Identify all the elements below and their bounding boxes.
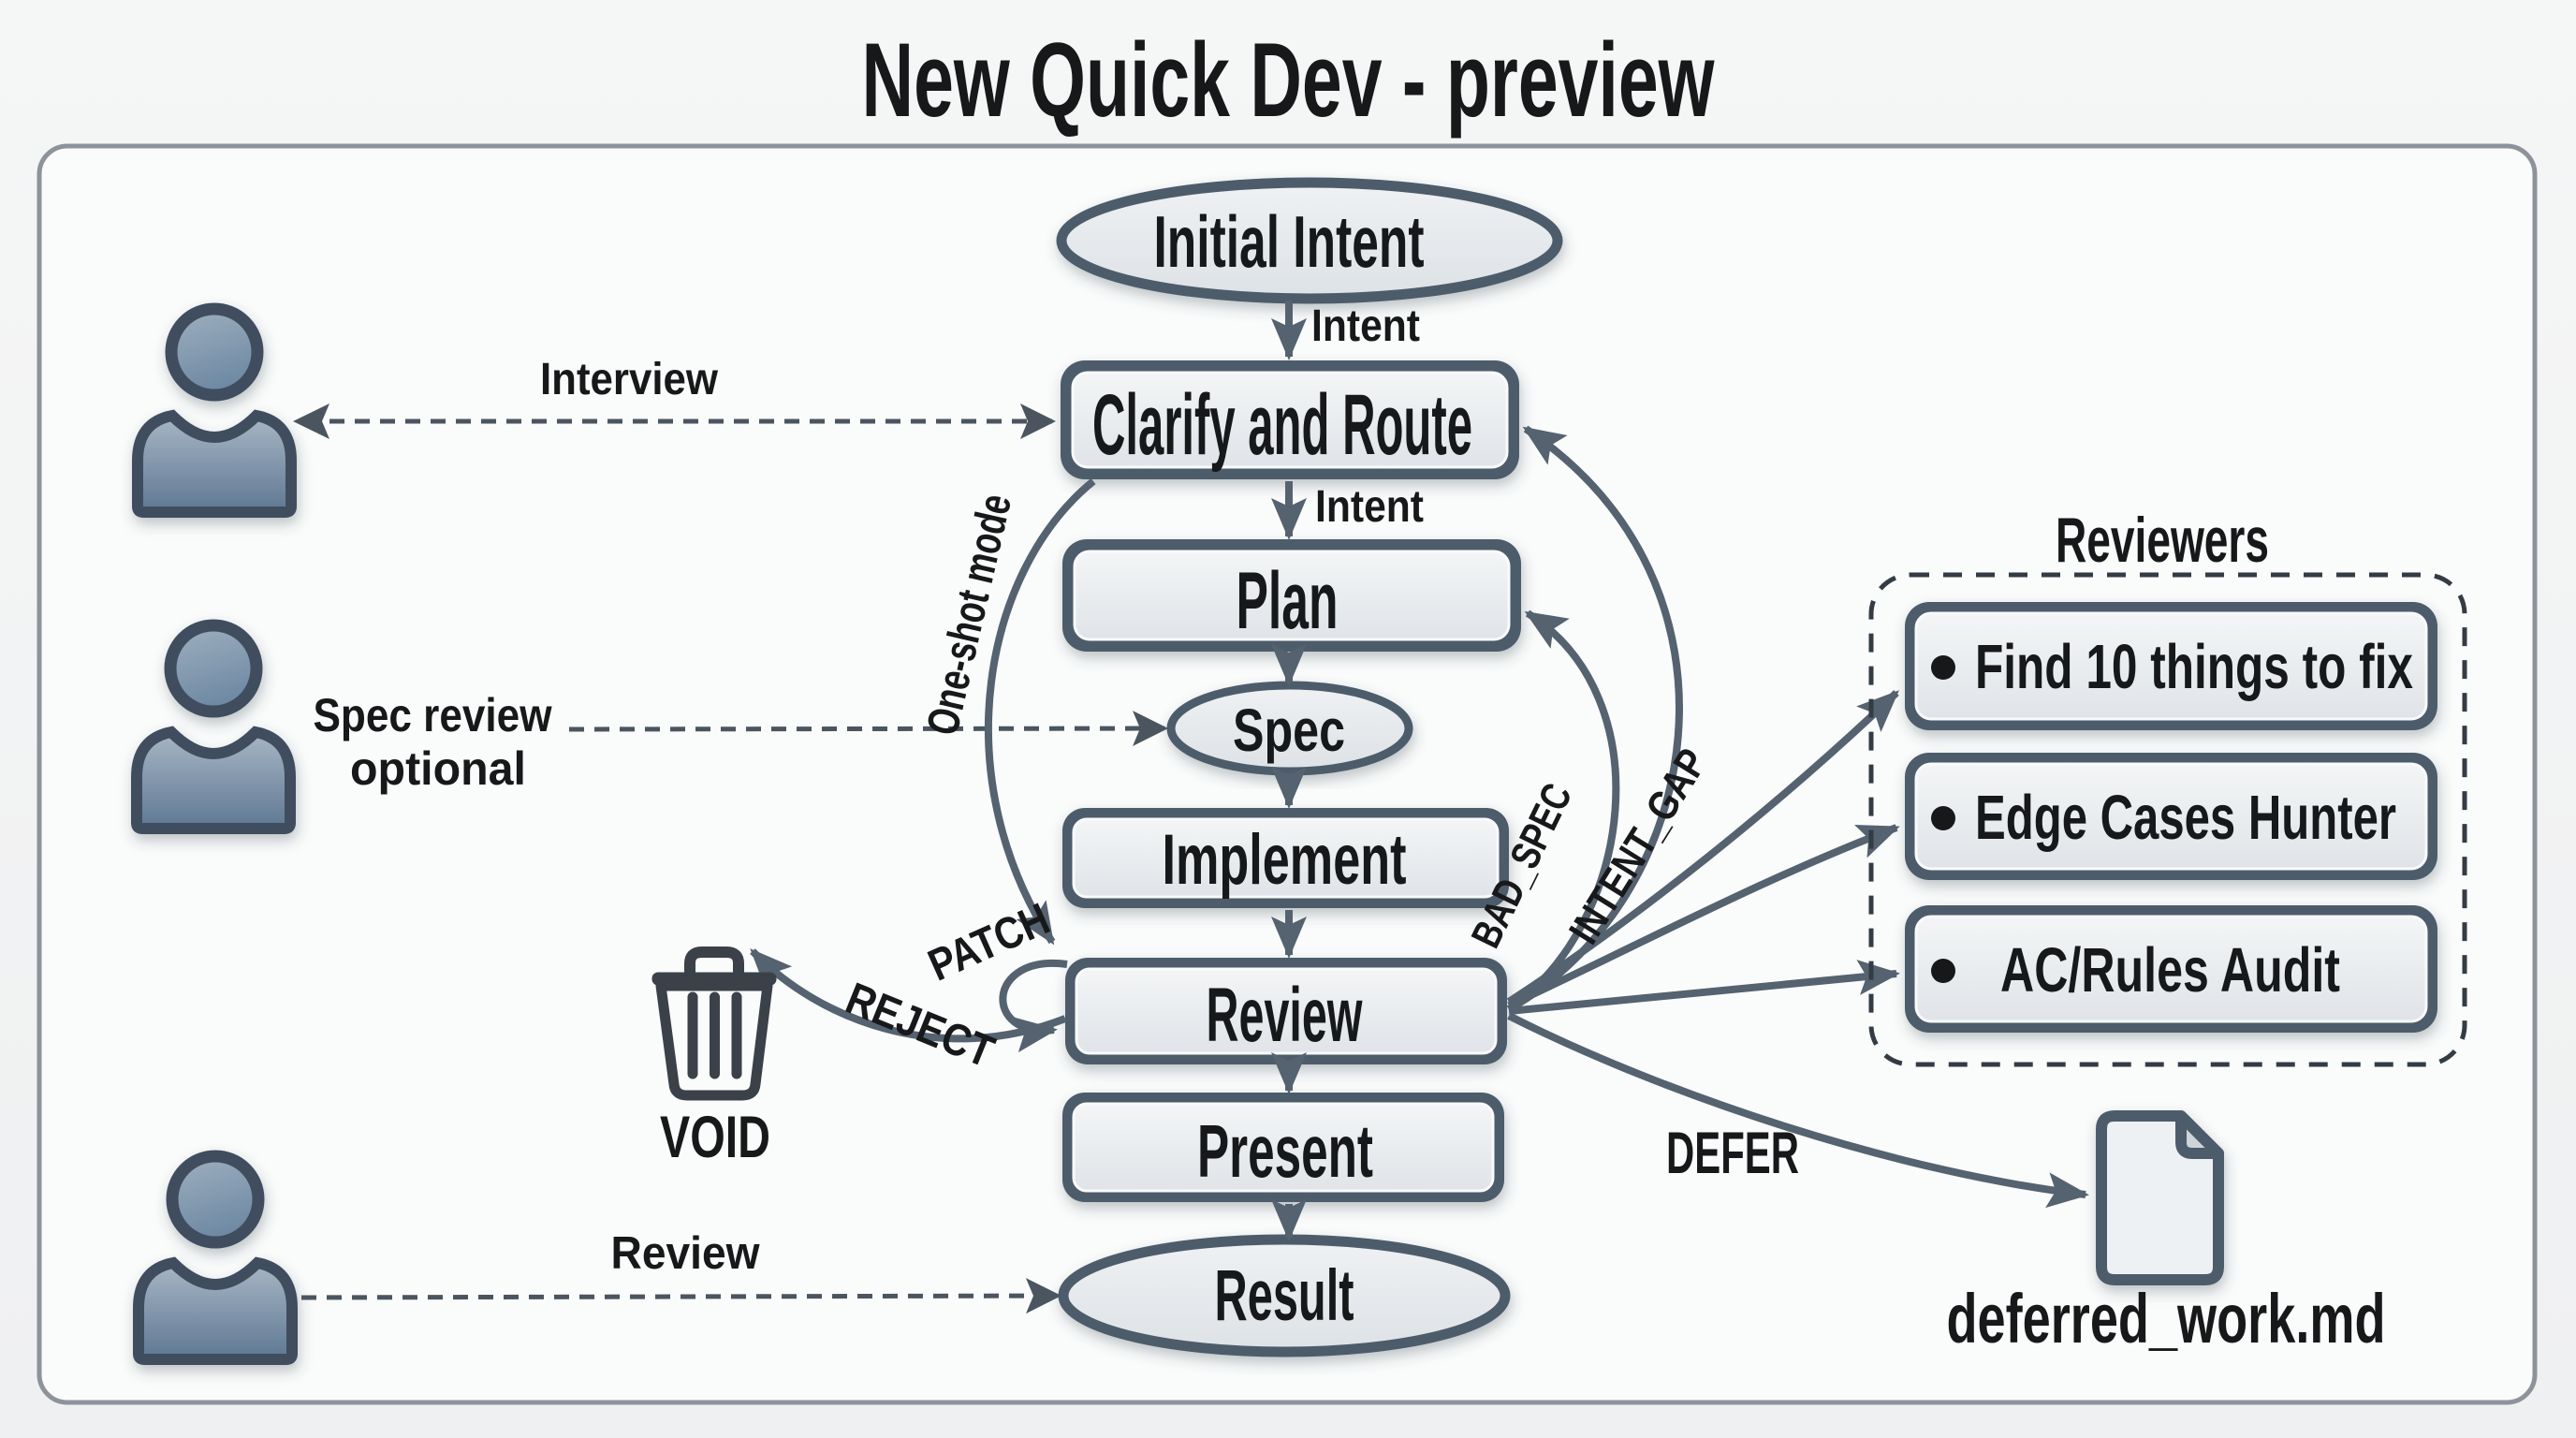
svg-text:Spec review: Spec review	[314, 689, 552, 741]
svg-text:Reviewers: Reviewers	[2056, 505, 2269, 576]
svg-text:Review: Review	[1207, 973, 1363, 1058]
svg-text:New Quick Dev - preview: New Quick Dev - preview	[862, 22, 1716, 139]
svg-text:Result: Result	[1215, 1255, 1354, 1336]
svg-text:DEFER: DEFER	[1666, 1121, 1799, 1186]
svg-text:Intent: Intent	[1311, 301, 1420, 351]
svg-text:Present: Present	[1197, 1109, 1373, 1193]
svg-text:Interview: Interview	[540, 355, 719, 404]
svg-text:Initial Intent: Initial Intent	[1154, 200, 1425, 283]
svg-text:deferred_work.md: deferred_work.md	[1947, 1280, 2386, 1357]
svg-text:Review: Review	[611, 1228, 761, 1279]
svg-text:VOID: VOID	[660, 1105, 770, 1170]
svg-text:Plan: Plan	[1237, 556, 1339, 646]
svg-text:optional: optional	[350, 742, 526, 795]
svg-text:Spec: Spec	[1233, 697, 1345, 764]
svg-text:AC/Rules Audit: AC/Rules Audit	[2000, 935, 2340, 1005]
svg-text:Clarify and Route: Clarify and Route	[1092, 377, 1472, 473]
svg-text:Implement: Implement	[1163, 820, 1407, 900]
svg-text:Find 10 things to fix: Find 10 things to fix	[1975, 632, 2413, 702]
svg-text:Intent: Intent	[1315, 482, 1424, 532]
svg-text:Edge Cases Hunter: Edge Cases Hunter	[1975, 783, 2396, 853]
